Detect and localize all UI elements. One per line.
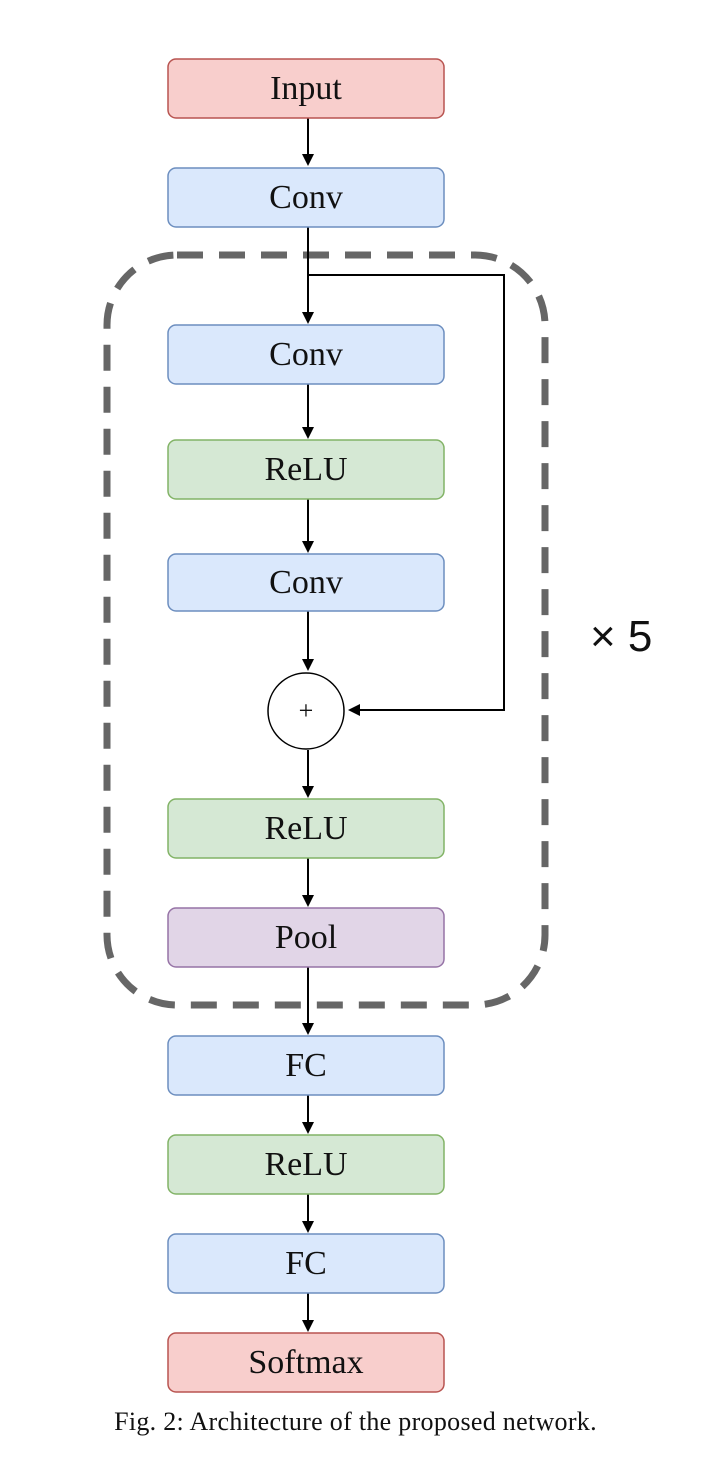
- node-relu-1: ReLU: [167, 439, 445, 500]
- node-input: Input: [167, 58, 445, 119]
- node-input-label: Input: [270, 70, 342, 107]
- node-conv-2-label: Conv: [269, 336, 343, 373]
- node-fc-2-label: FC: [285, 1245, 327, 1282]
- connectors: [302, 118, 505, 1332]
- residual-block-border: [103, 251, 549, 1009]
- node-relu-3: ReLU: [167, 1134, 445, 1195]
- node-softmax-label: Softmax: [248, 1344, 363, 1381]
- node-relu-2: ReLU: [167, 798, 445, 859]
- node-softmax: Softmax: [167, 1332, 445, 1393]
- node-pool-label: Pool: [275, 919, 337, 956]
- node-add: +: [267, 672, 345, 750]
- node-fc-1: FC: [167, 1035, 445, 1096]
- node-relu-1-label: ReLU: [264, 451, 347, 488]
- node-fc-1-label: FC: [285, 1047, 327, 1084]
- node-relu-3-label: ReLU: [264, 1146, 347, 1183]
- node-conv-1: Conv: [167, 167, 445, 228]
- node-fc-2: FC: [167, 1233, 445, 1294]
- node-conv-3-label: Conv: [269, 564, 343, 601]
- skip-connection: [308, 274, 505, 716]
- node-conv-2: Conv: [167, 324, 445, 385]
- node-conv-1-label: Conv: [269, 179, 343, 216]
- plus-icon: +: [299, 696, 314, 725]
- repeat-multiplier-label: × 5: [590, 612, 652, 661]
- architecture-diagram: Input Conv Conv ReLU Conv + ReLU Pool FC…: [103, 58, 652, 1393]
- figure-caption: Fig. 2: Architecture of the proposed net…: [114, 1407, 597, 1436]
- node-conv-3: Conv: [167, 553, 445, 612]
- node-relu-2-label: ReLU: [264, 810, 347, 847]
- node-pool: Pool: [167, 907, 445, 968]
